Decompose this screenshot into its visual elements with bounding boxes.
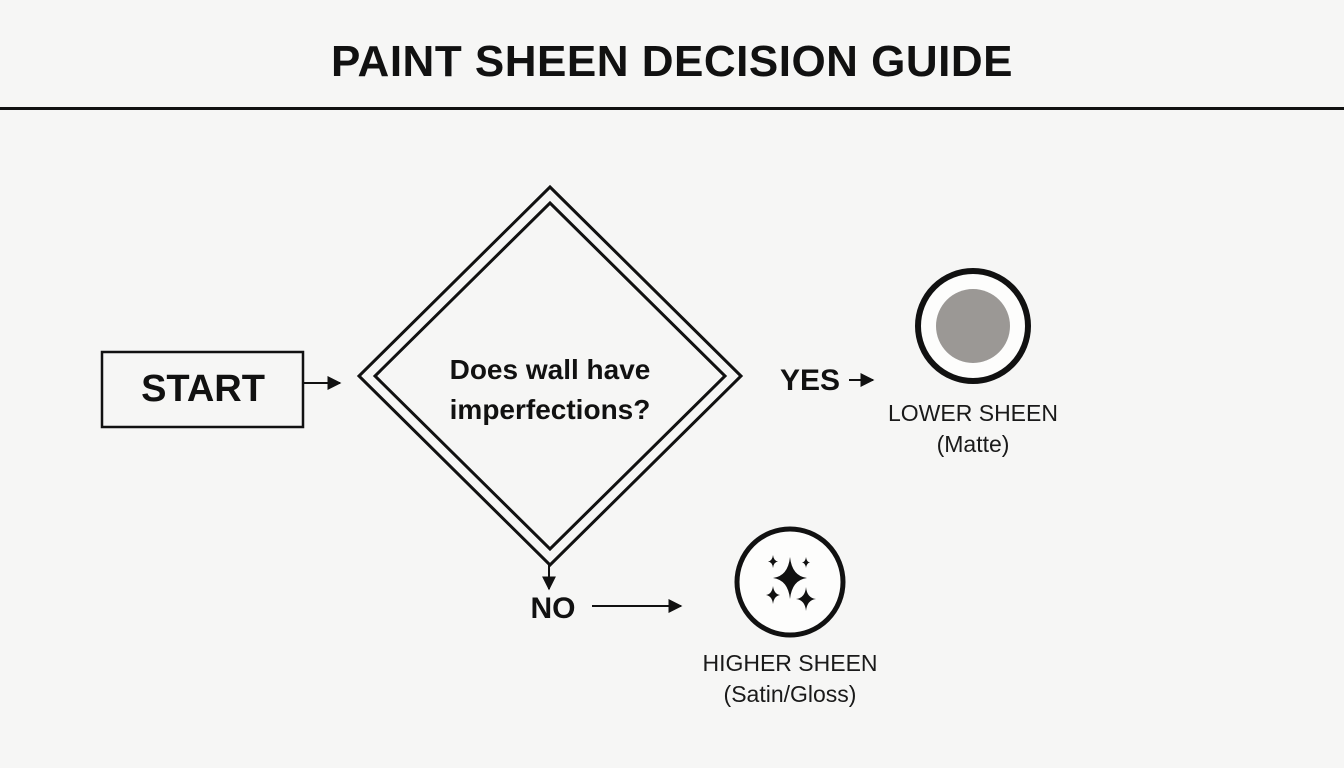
matte-circle-icon <box>915 268 1031 384</box>
decision-diamond-inner <box>372 200 728 552</box>
page-title: PAINT SHEEN DECISION GUIDE <box>330 37 1014 86</box>
yes-label: YES <box>779 364 841 397</box>
decision-question-line1: Does wall have <box>449 354 651 385</box>
lower-sheen-subtitle: (Matte) <box>936 431 1010 457</box>
higher-sheen-title: HIGHER SHEEN <box>702 650 878 676</box>
higher-sheen-outcome: HIGHER SHEEN (Satin/Gloss) <box>660 648 920 710</box>
decision-question-line2: imperfections? <box>449 394 651 425</box>
sparkle-icon <box>734 526 846 638</box>
decision-question: Does wall have imperfections? <box>400 350 700 430</box>
title-divider <box>0 107 1344 110</box>
lower-sheen-title: LOWER SHEEN <box>888 400 1058 426</box>
lower-sheen-outcome: LOWER SHEEN (Matte) <box>853 398 1093 460</box>
start-label: START <box>141 368 265 410</box>
start-box <box>100 350 305 429</box>
no-label: NO <box>530 592 576 625</box>
higher-sheen-subtitle: (Satin/Gloss) <box>723 681 857 707</box>
